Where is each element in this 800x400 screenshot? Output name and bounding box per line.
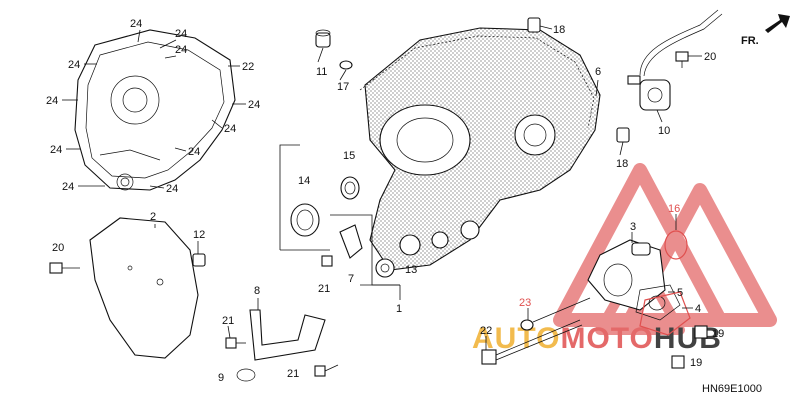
o-ring-16 [664, 230, 688, 260]
dowel-18-top [527, 17, 541, 33]
callout-3: 3 [630, 221, 636, 233]
leader-boxes [279, 144, 401, 300]
callout-20-top: 20 [704, 51, 716, 63]
watermark-text: AUTOMOTOHUB [472, 322, 722, 355]
callout-23: 23 [519, 297, 531, 309]
bolt-20-top [675, 51, 689, 68]
dowel-18-right [616, 127, 630, 143]
callout-24-a: 24 [130, 18, 142, 30]
callout-24-b: 24 [175, 28, 187, 40]
callout-24-c: 24 [68, 59, 80, 71]
gasket-5 [635, 284, 681, 321]
sensor-10 [627, 9, 723, 111]
pump-cover-3 [587, 239, 666, 311]
callout-2: 2 [150, 211, 156, 223]
plug-11 [315, 29, 331, 48]
clip-7 [339, 224, 363, 259]
front-direction-marker: FR. [741, 14, 790, 47]
callout-8: 8 [254, 285, 260, 297]
oil-seal-15 [340, 176, 360, 200]
callout-14: 14 [298, 175, 310, 187]
callout-labels: 1 2 3 4 5 6 7 8 9 10 11 12 13 14 15 16 1… [46, 18, 724, 384]
bolt-21-bracket [225, 337, 246, 349]
bracket-8 [236, 309, 326, 382]
washer-23 [520, 297, 591, 331]
right-crankcase-cover [364, 27, 601, 271]
callout-1: 1 [396, 303, 402, 315]
callout-10: 10 [658, 125, 670, 137]
callout-24-h: 24 [50, 144, 62, 156]
o-ring-17 [339, 60, 353, 70]
watermark-logo [553, 163, 777, 335]
callout-24-f: 24 [248, 99, 260, 111]
callout-24-k: 24 [166, 183, 178, 195]
bolt-21-lower [314, 364, 339, 377]
diagram-code: HN69E1000 [702, 383, 762, 395]
callout-24-d: 24 [175, 44, 187, 56]
callout-22-left-cover: 22 [242, 61, 254, 73]
callout-24-j: 24 [62, 181, 74, 193]
cover-2 [89, 217, 199, 359]
callout-24-e: 24 [46, 95, 58, 107]
leader-lines [62, 25, 702, 350]
callout-18-right: 18 [616, 158, 628, 170]
callout-24-i: 24 [188, 146, 200, 158]
callout-9: 9 [218, 372, 224, 384]
left-crankcase-cover [74, 29, 236, 191]
bolt-22-long [481, 319, 583, 365]
callout-24-g: 24 [224, 123, 236, 135]
callout-6: 6 [595, 66, 601, 78]
bolt-21-mid [321, 255, 333, 267]
callout-19-upper: 19 [712, 328, 724, 340]
callout-19-lower: 19 [690, 357, 702, 369]
bolt-19-lower [671, 355, 685, 369]
seal-13 [375, 258, 395, 278]
oil-seal-14 [290, 203, 320, 237]
callout-7: 7 [348, 273, 354, 285]
svg-text:FR.: FR. [741, 35, 759, 47]
bolt-12 [192, 253, 206, 267]
callout-5: 5 [677, 287, 683, 299]
gasket-4 [639, 291, 691, 336]
callout-17: 17 [337, 81, 349, 93]
callout-20-left: 20 [52, 242, 64, 254]
callout-18-top: 18 [553, 24, 565, 36]
front-arrow-icon [765, 14, 790, 33]
bolt-19-upper [694, 325, 708, 339]
callout-16: 16 [668, 203, 680, 215]
callout-21-lower: 21 [287, 368, 299, 380]
bolt-20-left [49, 262, 80, 274]
callout-11: 11 [316, 66, 327, 78]
callout-21-bracket: 21 [222, 315, 234, 327]
callout-15: 15 [343, 150, 355, 162]
callout-22-bolt: 22 [480, 325, 492, 337]
callout-21-mid: 21 [318, 283, 330, 295]
callout-13: 13 [405, 264, 417, 276]
callout-12: 12 [193, 229, 205, 241]
callout-4: 4 [695, 303, 701, 315]
cover-gasket [359, 35, 595, 129]
